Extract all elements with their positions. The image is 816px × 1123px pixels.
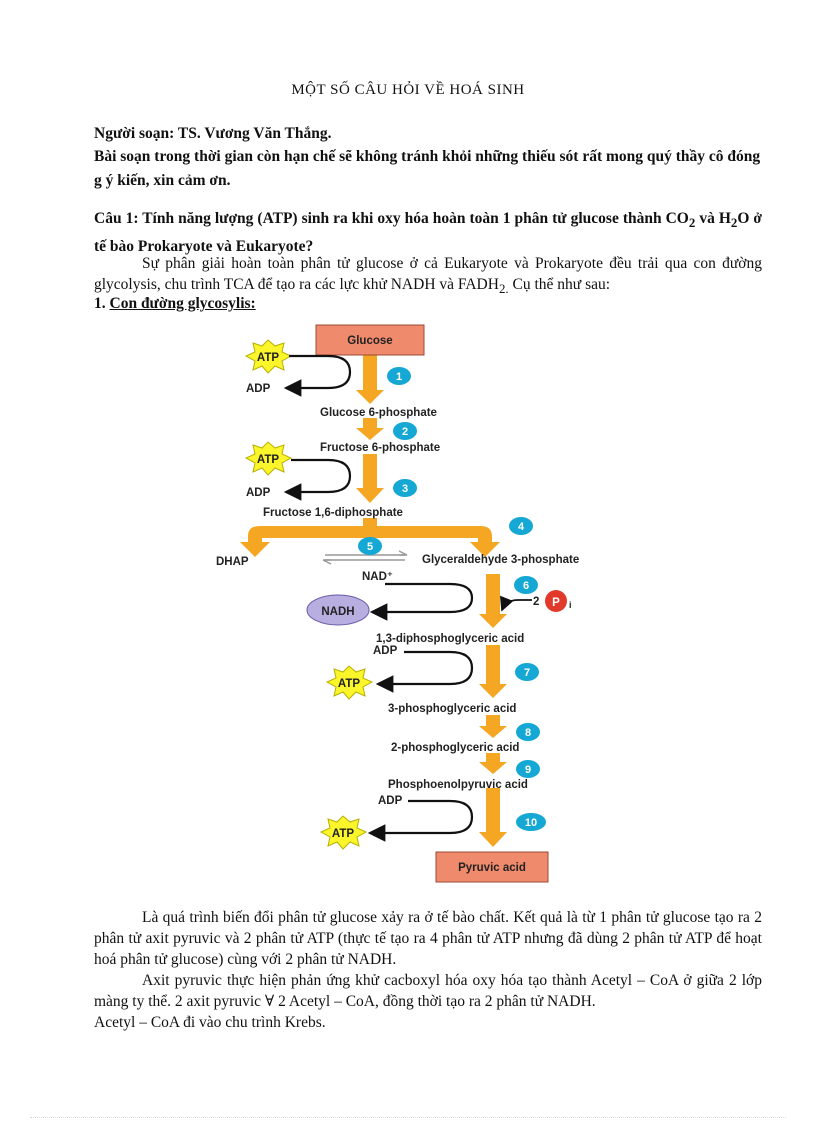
nadh-output: NAD⁺ NADH: [306, 571, 474, 626]
pyruvic-box: [435, 851, 549, 883]
step-badges: 1 2 3 4 5 6 7 8 9 10: [358, 367, 546, 831]
isomerase-arrow: [322, 550, 408, 565]
label-fructose-6-phosphate: Fructose 6-phosphate: [320, 442, 440, 454]
main-pathway-arrows: [240, 350, 507, 847]
arrow-step-7: [479, 645, 507, 698]
svg-text:ATP: ATP: [332, 828, 354, 840]
krebs-entry-line: Acetyl – CoA đi vào chu trình Krebs.: [94, 1014, 326, 1031]
nadh-oval: [306, 594, 370, 626]
svg-text:i: i: [569, 600, 572, 610]
step-badge-7: 7: [515, 663, 539, 681]
svg-text:6: 6: [523, 580, 529, 592]
label-dhap: DHAP: [216, 556, 249, 568]
svg-text:NAD⁺: NAD⁺: [362, 571, 393, 583]
atp-output-step-10: ADP ATP: [319, 795, 474, 850]
label-3-phosphoglyceric-acid: 3-phosphoglyceric acid: [388, 703, 516, 715]
svg-text:5: 5: [367, 541, 373, 553]
svg-text:ATP: ATP: [257, 454, 279, 466]
svg-text:ADP: ADP: [246, 383, 271, 395]
label-2-phosphoglyceric-acid: 2-phosphoglyceric acid: [391, 742, 519, 754]
label-phosphoenolpyruvic-acid: Phosphoenolpyruvic acid: [388, 779, 528, 791]
step-badge-3: 3: [393, 479, 417, 497]
author-note: Bài soạn trong thời gian còn hạn chế sẽ …: [94, 148, 761, 189]
atp-star-icon: [244, 339, 293, 374]
label-glyceraldehyde-3-phosphate: Glyceraldehyde 3-phosphate: [422, 554, 579, 566]
svg-text:3: 3: [402, 483, 408, 495]
phosphate-input: 2 P i: [500, 590, 572, 612]
glucose-box: [315, 324, 425, 356]
svg-text:ADP: ADP: [373, 645, 398, 657]
svg-text:ATP: ATP: [338, 678, 360, 690]
atp-output-step-7: ADP ATP: [325, 645, 474, 700]
atp-star-icon: [244, 441, 293, 476]
arrow-step-3: [356, 454, 384, 503]
author-line: Người soạn: TS. Vương Văn Thắng.: [94, 125, 332, 142]
atp-star-icon: [325, 665, 374, 700]
glycolysis-description: Là quá trình biến đổi phân tử glucose xả…: [94, 909, 762, 968]
svg-text:ADP: ADP: [378, 795, 403, 807]
arrow-step-2: [356, 418, 384, 440]
atp-star-icon: [319, 815, 368, 850]
glucose-label: Glucose: [347, 335, 392, 347]
step-badge-9: 9: [516, 760, 540, 778]
step-badge-5: 5: [358, 537, 382, 555]
atp-input-step-1: ATP ADP: [244, 339, 352, 397]
svg-text:ADP: ADP: [246, 487, 271, 499]
svg-text:4: 4: [518, 521, 525, 533]
question-1: Câu 1: Tính năng lượng (ATP) sinh ra khi…: [94, 210, 763, 256]
step-badge-6: 6: [514, 576, 538, 594]
intro-paragraph: Sự phân giải hoàn toàn phân tử glucose ở…: [94, 255, 762, 297]
arrow-step-8: [479, 715, 507, 738]
svg-text:NADH: NADH: [321, 606, 354, 618]
phosphate-icon: [545, 590, 567, 612]
arrow-step-6: [479, 574, 507, 628]
svg-text:8: 8: [525, 727, 531, 739]
label-glucose-6-phosphate: Glucose 6-phosphate: [320, 407, 437, 419]
svg-text:1: 1: [396, 371, 402, 383]
step-badge-10: 10: [516, 813, 546, 831]
arrow-step-9: [479, 753, 507, 774]
step-badge-4: 4: [509, 517, 533, 535]
pyruvic-label: Pyruvic acid: [458, 862, 526, 874]
page-bottom-divider: [30, 1117, 786, 1118]
svg-text:9: 9: [525, 764, 531, 776]
label-fructose-16-diphosphate: Fructose 1,6-diphosphate: [263, 507, 403, 519]
svg-text:2: 2: [533, 596, 539, 608]
svg-text:2: 2: [402, 426, 408, 438]
svg-text:ATP: ATP: [257, 352, 279, 364]
atp-input-step-3: ATP ADP: [244, 441, 352, 501]
svg-text:P: P: [552, 597, 560, 609]
label-13-diphosphoglyceric-acid: 1,3-diphosphoglyceric acid: [376, 633, 524, 645]
step-badge-1: 1: [387, 367, 411, 385]
section-1-heading: 1. Con đường glycosylis:: [94, 295, 256, 312]
svg-text:7: 7: [524, 667, 530, 679]
step-badge-8: 8: [516, 723, 540, 741]
pyruvate-oxidation-paragraph: Axit pyruvic thực hiện phản ứng khử cacb…: [94, 972, 762, 1010]
step-badge-2: 2: [393, 422, 417, 440]
page-title: MỘT SỐ CÂU HỎI VỀ HOÁ SINH: [291, 82, 525, 98]
arrow-step-10: [479, 788, 507, 847]
glycolysis-diagram: Glucose Pyruvic acid Glucose 6-phosphate…: [216, 324, 579, 883]
svg-text:10: 10: [525, 817, 537, 829]
arrow-step-1: [356, 350, 384, 404]
